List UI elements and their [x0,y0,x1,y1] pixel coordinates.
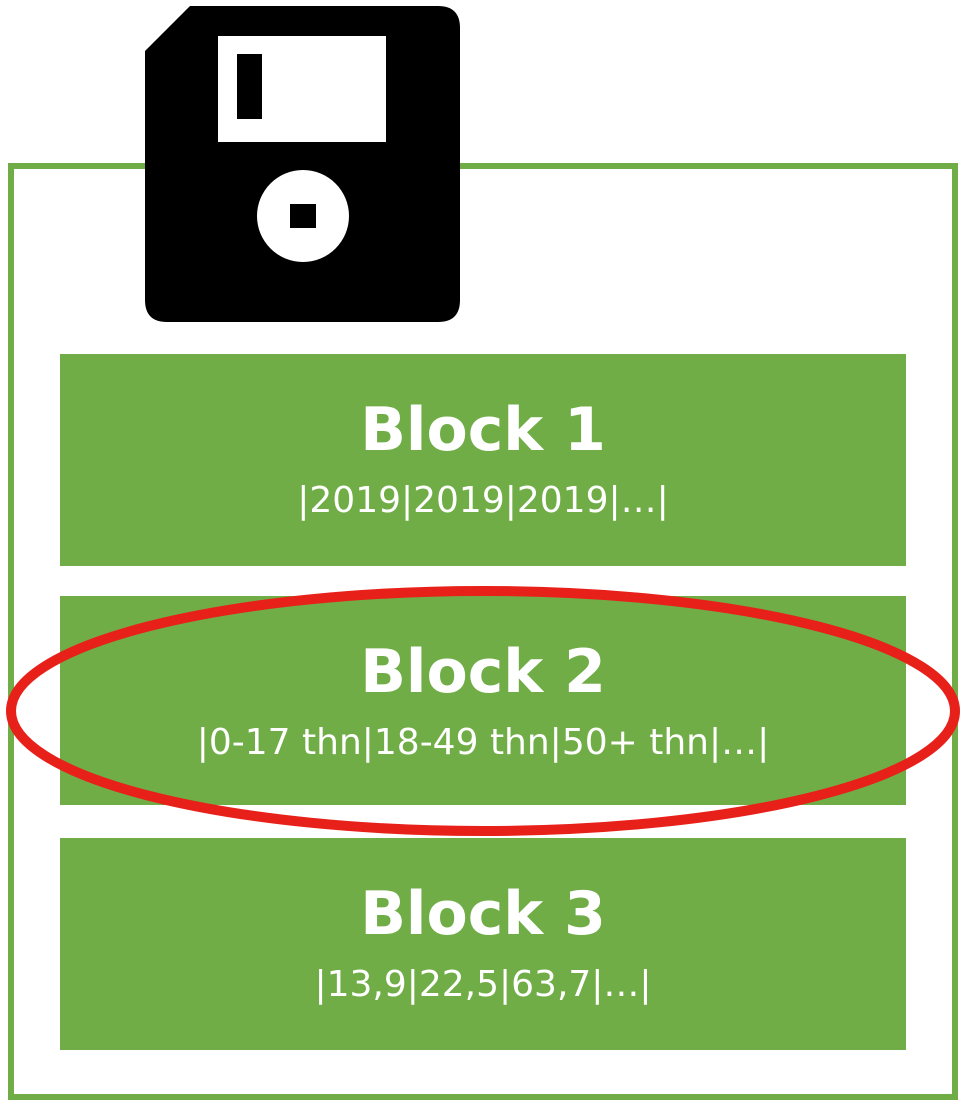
block-3: Block 3 |13,9|22,5|63,7|…| [60,838,906,1050]
floppy-disk-icon [145,6,460,322]
block-1: Block 1 |2019|2019|2019|…| [60,354,906,566]
block-1-values: |2019|2019|2019|…| [297,480,669,521]
block-1-title: Block 1 [360,395,606,465]
block-2-title: Block 2 [360,637,606,707]
block-3-values: |13,9|22,5|63,7|…| [314,964,652,1005]
block-3-title: Block 3 [360,879,606,949]
block-2: Block 2 |0-17 thn|18-49 thn|50+ thn|…| [60,596,906,805]
block-2-values: |0-17 thn|18-49 thn|50+ thn|…| [196,722,770,763]
